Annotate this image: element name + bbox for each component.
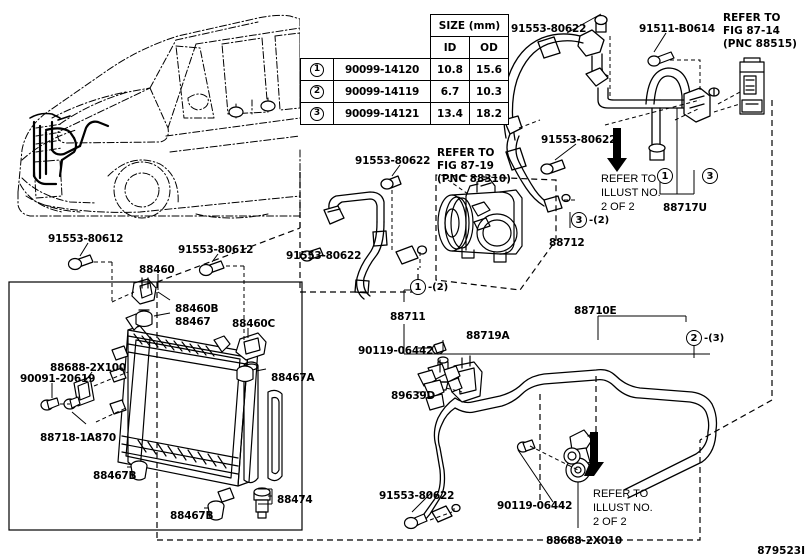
hose-88712: 88712 bbox=[549, 237, 585, 249]
clamp-89639D-art bbox=[417, 359, 463, 411]
marker-2-88710E: 2-(3) bbox=[686, 330, 724, 346]
row-id: 13.4 bbox=[430, 102, 470, 125]
hose-88712-art bbox=[503, 115, 571, 213]
circle-number: 3 bbox=[571, 212, 587, 228]
marker-1-88717U: 1 bbox=[657, 168, 673, 184]
bracket-88718-1A870: 88718-1A870 bbox=[40, 432, 117, 444]
bolt-91553-80612-right: 91553-80612 bbox=[178, 244, 254, 256]
bolt-91553-80612-left: 91553-80612 bbox=[48, 233, 124, 245]
bolt-91553-80622-mid-right: 91553-80622 bbox=[541, 134, 617, 146]
quantity-label: -(2) bbox=[428, 281, 449, 293]
circle-number: 3 bbox=[310, 106, 324, 121]
expansion-valve-88515-art bbox=[739, 57, 765, 115]
bolt-91553-80622-mid: 91553-80622 bbox=[355, 155, 431, 167]
marker-3-88712: 3-(2) bbox=[571, 212, 609, 228]
compressor-88310-art bbox=[437, 177, 523, 263]
condenser-88460-art bbox=[109, 313, 283, 503]
valve-88719A: 88719A bbox=[466, 330, 510, 342]
row-marker: 3 bbox=[300, 102, 334, 125]
refer-illust-bottom: REFER TO ILLUST NO. 2 OF 2 bbox=[593, 488, 653, 528]
refer-fig-87-19: REFER TO FIG 87-19 (PNC 88310) bbox=[437, 147, 511, 185]
circle-number: 2 bbox=[686, 330, 702, 346]
table-row: 2 90099-14119 6.7 10.3 bbox=[300, 80, 509, 103]
diagram-corner-code: 879523I bbox=[757, 545, 805, 557]
row-id: 6.7 bbox=[430, 80, 470, 103]
drier-88474: 88474 bbox=[277, 494, 313, 506]
nut-90119-06442-lower: 90119-06442 bbox=[497, 500, 573, 512]
tube-88710E: 88710E bbox=[574, 305, 617, 317]
group-boundaries bbox=[8, 100, 773, 541]
size-table: SIZE (mm) ID OD 1 90099-14120 10.8 15.6 … bbox=[300, 14, 509, 125]
circle-number: 3 bbox=[702, 168, 718, 184]
circle-number: 2 bbox=[310, 84, 324, 99]
row-part-number: 90099-14119 bbox=[333, 80, 431, 103]
row-od: 18.2 bbox=[469, 102, 509, 125]
bolt-91553-80622-left: 91553-80622 bbox=[286, 250, 362, 262]
row-part-number: 90099-14120 bbox=[333, 58, 431, 81]
refer-fig-87-14: REFER TO FIG 87-14 (PNC 88515) bbox=[723, 12, 797, 50]
condenser-88460: 88460 bbox=[139, 264, 175, 276]
dashed-connectors bbox=[60, 36, 741, 521]
quantity-label: -(3) bbox=[704, 332, 725, 344]
row-marker: 1 bbox=[300, 58, 334, 81]
clamp-89639D: 89639D bbox=[391, 390, 436, 402]
table-row: 3 90099-14121 13.4 18.2 bbox=[300, 102, 509, 125]
row-od: 10.3 bbox=[469, 80, 509, 103]
row-part-number: 90099-14121 bbox=[333, 102, 431, 125]
bolt-91511-B0614-art bbox=[647, 51, 675, 67]
hose-88711: 88711 bbox=[390, 311, 426, 323]
bolt-91553-80622-bottom: 91553-80622 bbox=[379, 490, 455, 502]
circle-number: 1 bbox=[310, 62, 324, 77]
circle-number: 1 bbox=[657, 168, 673, 184]
circle-number: 1 bbox=[410, 279, 426, 295]
refer-illust-top: REFER TO ILLUST NO. 2 OF 2 bbox=[601, 173, 661, 213]
bracket-88688-2X100: 88688-2X100 bbox=[50, 362, 127, 374]
nut-90091-20619: 90091-20619 bbox=[20, 373, 96, 385]
size-table-col-od: OD bbox=[469, 36, 509, 59]
row-od: 15.6 bbox=[469, 58, 509, 81]
cushion-88467: 88467 bbox=[175, 316, 211, 328]
refer-arrows bbox=[584, 128, 627, 476]
hose-88717U-art bbox=[502, 14, 720, 161]
bolt-91553-80622-top: 91553-80622 bbox=[511, 23, 587, 35]
hose-88711-art bbox=[300, 175, 428, 300]
bracket-88460C: 88460C bbox=[232, 318, 276, 330]
quantity-label: -(2) bbox=[589, 214, 610, 226]
vehicle-harness-highlight bbox=[32, 120, 110, 186]
tube-88717U: 88717U bbox=[663, 202, 707, 214]
bracket-88688-2X010: 88688-2X010 bbox=[546, 535, 623, 547]
table-row: 1 90099-14120 10.8 15.6 bbox=[300, 58, 509, 81]
vehicle-outline bbox=[17, 14, 301, 219]
row-id: 10.8 bbox=[430, 58, 470, 81]
cushion-88467B-upper: 88467B bbox=[93, 470, 137, 482]
size-table-header-group: SIZE (mm) bbox=[430, 14, 509, 37]
nut-90119-06442-upper: 90119-06442 bbox=[358, 345, 434, 357]
bolt-91511-B0614: 91511-B0614 bbox=[639, 23, 715, 35]
size-table-col-id: ID bbox=[430, 36, 470, 59]
cushion-88467B-lower: 88467B bbox=[170, 510, 214, 522]
bracket-88460B: 88460B bbox=[175, 303, 219, 315]
marker-1-88711: 1-(2) bbox=[410, 279, 448, 295]
row-marker: 2 bbox=[300, 80, 334, 103]
cushion-88467A: 88467A bbox=[271, 372, 315, 384]
marker-3-88717U: 3 bbox=[702, 168, 718, 184]
